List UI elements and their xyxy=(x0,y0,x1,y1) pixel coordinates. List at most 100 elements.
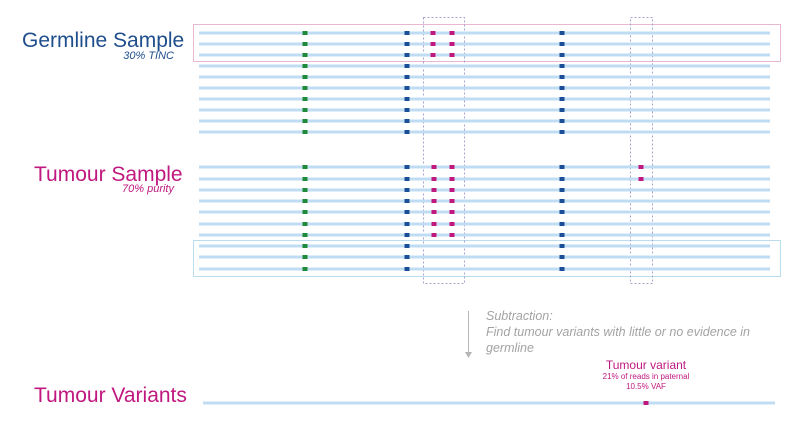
germline-subtitle: 30% TINC xyxy=(123,50,174,62)
green-variant-marker xyxy=(302,75,308,79)
magenta-variant-marker xyxy=(449,222,455,226)
green-variant-marker xyxy=(302,64,308,68)
magenta-variant-marker xyxy=(449,165,455,169)
blue-variant-marker xyxy=(559,75,565,79)
subtraction-note-line-3: germline xyxy=(486,341,534,355)
blue-variant-marker xyxy=(559,64,565,68)
magenta-variant-marker xyxy=(638,165,644,169)
green-variant-marker xyxy=(302,199,308,203)
blue-variant-marker xyxy=(404,31,410,35)
tumour-highlight-box xyxy=(193,240,781,277)
blue-variant-marker xyxy=(559,244,565,248)
green-variant-marker xyxy=(302,244,308,248)
magenta-variant-marker xyxy=(449,42,455,46)
blue-variant-marker xyxy=(559,233,565,237)
blue-variant-marker xyxy=(404,210,410,214)
magenta-variant-marker xyxy=(431,165,437,169)
tumour-variant-callout-line-2: 10.5% VAF xyxy=(626,382,666,391)
magenta-variant-marker xyxy=(449,31,455,35)
blue-variant-marker xyxy=(404,165,410,169)
magenta-variant-marker xyxy=(449,210,455,214)
green-variant-marker xyxy=(302,42,308,46)
tumour-variants-title: Tumour Variants xyxy=(34,384,187,407)
blue-variant-marker xyxy=(404,42,410,46)
magenta-variant-marker xyxy=(431,199,437,203)
germline-title: Germline Sample xyxy=(22,29,185,52)
column-box-right xyxy=(630,17,653,284)
subtraction-arrow-head xyxy=(465,352,472,358)
blue-variant-marker xyxy=(559,267,565,271)
blue-variant-marker xyxy=(559,188,565,192)
blue-variant-marker xyxy=(559,199,565,203)
tumour-variant-callout-line-1: 21% of reads in paternal xyxy=(602,372,690,381)
green-variant-marker xyxy=(302,233,308,237)
blue-variant-marker xyxy=(404,255,410,259)
blue-variant-marker xyxy=(559,210,565,214)
green-variant-marker xyxy=(302,31,308,35)
germline-highlight-box xyxy=(193,24,781,62)
green-variant-marker xyxy=(302,222,308,226)
blue-variant-marker xyxy=(404,108,410,112)
magenta-variant-marker xyxy=(430,53,436,57)
magenta-variant-marker xyxy=(431,210,437,214)
magenta-variant-marker xyxy=(449,199,455,203)
magenta-variant-marker xyxy=(449,188,455,192)
green-variant-marker xyxy=(302,267,308,271)
blue-variant-marker xyxy=(404,199,410,203)
blue-variant-marker xyxy=(559,86,565,90)
magenta-variant-marker xyxy=(431,233,437,237)
blue-variant-marker xyxy=(559,31,565,35)
blue-variant-marker xyxy=(559,53,565,57)
magenta-variant-marker xyxy=(431,177,437,181)
green-variant-marker xyxy=(302,177,308,181)
blue-variant-marker xyxy=(404,53,410,57)
blue-variant-marker xyxy=(559,119,565,123)
blue-variant-marker xyxy=(559,165,565,169)
blue-variant-marker xyxy=(559,255,565,259)
blue-variant-marker xyxy=(404,119,410,123)
subtraction-note-line-1: Subtraction: xyxy=(486,309,553,323)
blue-variant-marker xyxy=(404,222,410,226)
magenta-variant-marker xyxy=(431,188,437,192)
tumour-title: Tumour Sample xyxy=(34,163,183,186)
blue-variant-marker xyxy=(404,267,410,271)
blue-variant-marker xyxy=(559,177,565,181)
blue-variant-marker xyxy=(404,244,410,248)
blue-variant-marker xyxy=(404,177,410,181)
subtraction-note-line-2: Find tumour variants with little or no e… xyxy=(486,325,751,339)
magenta-variant-marker xyxy=(638,177,644,181)
green-variant-marker xyxy=(302,53,308,57)
green-variant-marker xyxy=(302,188,308,192)
blue-variant-marker xyxy=(559,222,565,226)
blue-variant-marker xyxy=(404,97,410,101)
tumour-variant-callout-title: Tumour variant xyxy=(605,358,687,372)
blue-variant-marker xyxy=(404,64,410,68)
magenta-variant-marker xyxy=(431,222,437,226)
magenta-variant-marker xyxy=(430,31,436,35)
green-variant-marker xyxy=(302,210,308,214)
tumour-variant-callout: Tumour variant 21% of reads in paternal … xyxy=(586,358,706,392)
blue-variant-marker xyxy=(404,75,410,79)
tumour-variant-marker xyxy=(643,401,649,405)
green-variant-marker xyxy=(302,86,308,90)
magenta-variant-marker xyxy=(449,233,455,237)
blue-variant-marker xyxy=(404,86,410,90)
green-variant-marker xyxy=(302,97,308,101)
blue-variant-marker xyxy=(559,108,565,112)
blue-variant-marker xyxy=(404,233,410,237)
magenta-variant-marker xyxy=(449,53,455,57)
green-variant-marker xyxy=(302,119,308,123)
green-variant-marker xyxy=(302,130,308,134)
subtraction-note: Subtraction: Find tumour variants with l… xyxy=(486,308,786,356)
green-variant-marker xyxy=(302,255,308,259)
green-variant-marker xyxy=(302,108,308,112)
blue-variant-marker xyxy=(404,188,410,192)
magenta-variant-marker xyxy=(430,42,436,46)
blue-variant-marker xyxy=(404,130,410,134)
blue-variant-marker xyxy=(559,130,565,134)
green-variant-marker xyxy=(302,165,308,169)
blue-variant-marker xyxy=(559,42,565,46)
column-box-left xyxy=(423,17,465,284)
tumour-subtitle: 70% purity xyxy=(122,183,174,195)
